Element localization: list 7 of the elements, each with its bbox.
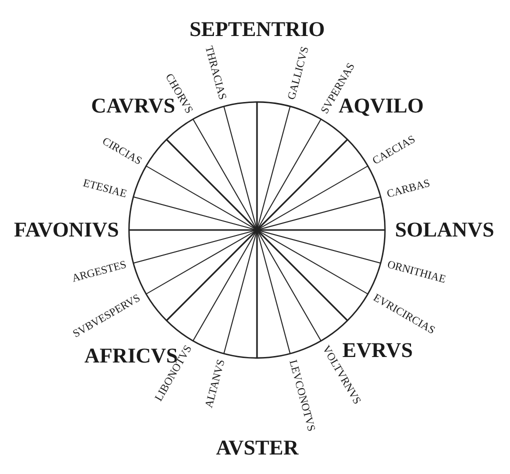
wind-name-label: ALTANVS: [204, 358, 228, 410]
wind-name-label: CARBAS: [386, 178, 432, 200]
wind-name-label: SEPTENTRIO: [190, 18, 325, 40]
wind-name-label: AVSTER: [216, 438, 298, 459]
wind-name-label: ETESIAE: [82, 178, 128, 200]
wind-name-label: SOLANVS: [395, 220, 494, 240]
wind-name-label: FAVONIVS: [14, 220, 119, 240]
